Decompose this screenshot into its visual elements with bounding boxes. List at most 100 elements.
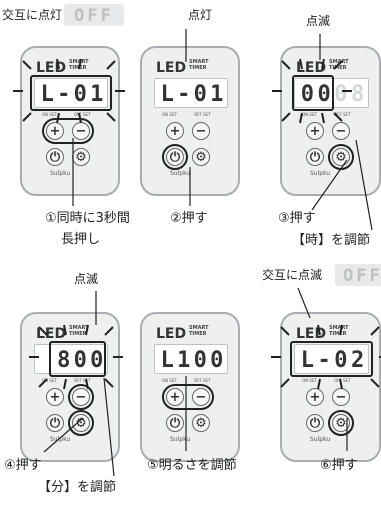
button-highlight-ring <box>328 410 354 436</box>
caption-1b: 長押し <box>61 232 101 247</box>
logo-sub-timer: TIMER <box>189 331 207 337</box>
device-logo: LED <box>296 60 327 76</box>
off-set-label: OFF SET <box>74 378 91 383</box>
caption-3b: 【時】を調節 <box>292 233 371 248</box>
button-highlight-ring <box>42 118 94 144</box>
minus-button[interactable]: − <box>332 122 350 140</box>
minus-button[interactable]: − <box>192 122 210 140</box>
on-set-label: ON SET <box>162 378 177 383</box>
plus-button[interactable]: + <box>306 122 324 140</box>
led-digit: 0 <box>334 348 347 373</box>
step-label-1: 交互に点灯 <box>2 8 63 22</box>
logo-sub-timer: TIMER <box>189 65 207 71</box>
blink-ray <box>339 378 343 390</box>
blink-ray <box>22 60 32 70</box>
led-digit: 0 <box>301 82 314 107</box>
on-set-label: ON SET <box>302 112 317 117</box>
brand-label: Sulpku <box>170 170 191 177</box>
led-digit: 2 <box>351 348 364 373</box>
plus-icon: + <box>309 389 321 405</box>
blink-ray <box>321 58 325 70</box>
display-highlight-box <box>30 75 112 111</box>
caption-3a: ③押す <box>278 211 316 226</box>
off-set-label: OFF SET <box>194 112 211 117</box>
header-readout-svg-1: OFF <box>74 6 114 26</box>
caption-1a: ①同時に3秒間 <box>45 211 130 226</box>
blink-ray <box>78 58 82 70</box>
led-digit: 8 <box>351 82 364 107</box>
header-readout-text-6: OFF <box>343 266 381 286</box>
blink-ray <box>56 58 60 70</box>
plus-icon: + <box>309 123 321 139</box>
on-set-label: ON SET <box>162 112 177 117</box>
power-button[interactable]: ⏻ <box>166 414 184 432</box>
blink-ray <box>333 60 343 70</box>
caption-4b: 【分】を調節 <box>38 480 117 495</box>
gear-icon: ⚙ <box>195 415 207 431</box>
logo-sub-timer: TIMER <box>69 331 87 337</box>
led-digit: 0 <box>74 348 87 373</box>
brand-label: Sulpku <box>50 436 71 443</box>
brand-label: Sulpku <box>310 170 331 177</box>
blink-ray <box>317 378 321 390</box>
display-highlight-box <box>292 75 334 111</box>
on-set-label: ON SET <box>42 112 57 117</box>
off-set-label: OFF SET <box>334 378 351 383</box>
logo-sub-smart: SMART <box>329 59 349 65</box>
settings-button[interactable]: ⚙ <box>192 148 210 166</box>
header-readout-off-6: OFF <box>335 264 381 286</box>
led-digit: 0 <box>194 348 207 373</box>
device-logo: LED <box>156 60 187 76</box>
settings-button[interactable]: ⚙ <box>192 414 210 432</box>
minus-icon: − <box>335 389 347 405</box>
device-logo: LED <box>156 326 187 342</box>
led-digit: L <box>161 82 174 107</box>
led-digit: 0 <box>210 348 223 373</box>
blink-ray <box>281 112 291 122</box>
caption-6: ⑥押す <box>320 458 358 473</box>
blink-ray <box>299 58 303 70</box>
display-highlight-box <box>48 341 106 377</box>
plus-button[interactable]: + <box>306 388 324 406</box>
power-icon: ⏻ <box>309 415 321 431</box>
step-label-3: 点滅 <box>306 14 331 28</box>
minus-icon: − <box>335 123 347 139</box>
power-button[interactable]: ⏻ <box>306 414 324 432</box>
logo-sub-smart: SMART <box>189 59 209 65</box>
leader-line-4b <box>103 377 115 477</box>
plus-button[interactable]: + <box>166 122 184 140</box>
display-highlight-box <box>290 341 373 377</box>
power-button[interactable]: ⏻ <box>46 148 64 166</box>
header-readout-text-1: OFF <box>74 6 114 26</box>
button-highlight-ring <box>162 384 214 410</box>
plus-button[interactable]: + <box>46 388 64 406</box>
off-set-label: OFF SET <box>334 112 351 117</box>
power-button[interactable]: ⏻ <box>46 414 64 432</box>
power-icon: ⏻ <box>169 415 181 431</box>
blink-ray <box>106 112 116 122</box>
caption-4a: ④押す <box>4 458 42 473</box>
brand-label: Sulpku <box>310 436 331 443</box>
blink-ray <box>370 326 380 336</box>
step-label-6: 交互に点滅 <box>262 268 323 282</box>
power-button[interactable]: ⏻ <box>306 148 324 166</box>
led-digit: 0 <box>90 348 103 373</box>
led-digit: 8 <box>57 348 70 373</box>
gear-icon: ⚙ <box>75 149 87 165</box>
led-digit: - <box>177 82 190 107</box>
button-highlight-ring <box>162 144 188 170</box>
